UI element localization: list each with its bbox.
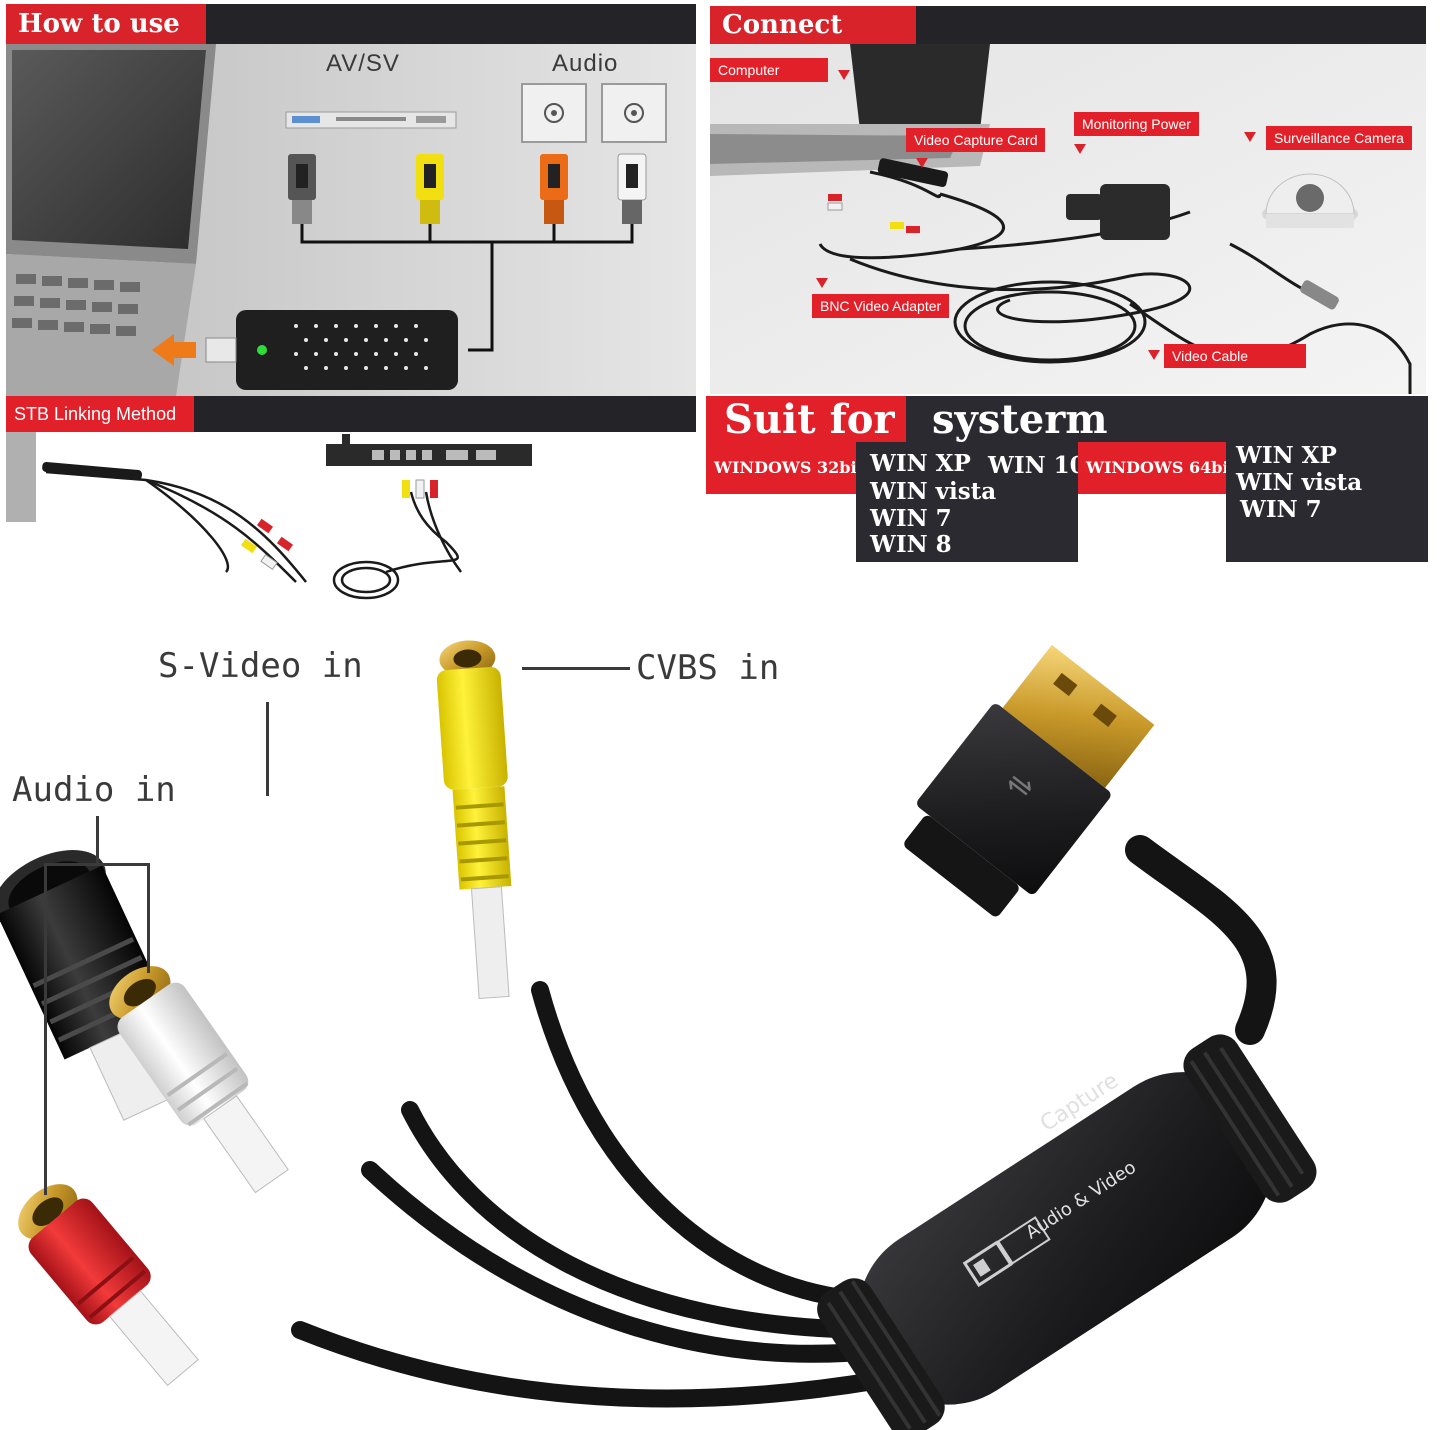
product-panel: ⇌: [0, 610, 1445, 1430]
win64-os-item: WIN vista: [1236, 469, 1363, 496]
win32-os-extra: WIN 10: [988, 452, 1086, 479]
audio-white-connector-icon: [109, 966, 289, 1194]
rca-plugs-icon: [288, 153, 647, 224]
connect-way-panel: Connect way: [710, 6, 1426, 394]
power-adapter-icon: [1066, 184, 1170, 240]
tag-video-capture-card: Video Capture Card: [906, 128, 1046, 152]
win32-list-box: [856, 442, 1078, 562]
speaker-icon: [521, 83, 667, 143]
audio-in-leader-stem: [96, 816, 99, 864]
connect-way-title: Connect way: [710, 6, 916, 78]
tag-bnc-video-adapter: BNC Video Adapter: [812, 294, 950, 318]
how-to-use-title: How to use: [6, 4, 206, 44]
arrow-surveillance-camera: [1244, 132, 1256, 142]
arrow-monitoring-power: [1074, 144, 1086, 154]
capture-stick-icon: [205, 310, 458, 390]
arrow-bnc-video-adapter: [816, 278, 828, 288]
arrow-computer: [838, 70, 850, 80]
cvbs-in-label: CVBS in: [636, 648, 780, 688]
svideo-in-leader: [266, 702, 269, 796]
stb-panel: STB Linking Method: [6, 396, 696, 608]
stb-diagram: [6, 432, 532, 600]
arrow-video-capture-card: [916, 158, 928, 168]
win64-os-item: WIN XP: [1236, 442, 1337, 469]
connect-way-diagram: [710, 44, 1426, 394]
capture-device-body: [817, 1034, 1317, 1430]
audio-red-connector-icon: [18, 1184, 199, 1387]
audio-in-leader-right: [147, 863, 150, 973]
tag-computer: Computer: [710, 58, 828, 82]
stb-title: STB Linking Method: [6, 396, 194, 432]
win32-os-item: WIN vista: [870, 478, 997, 505]
audio-label: Audio: [552, 50, 619, 77]
audio-in-leader-left: [44, 863, 47, 1195]
suit-for-panel: Suit for systerm WINDOWS 32bit WIN XP WI…: [706, 396, 1428, 564]
win64-os-item: WIN 7: [1240, 496, 1322, 523]
win64-list-box: [1226, 442, 1428, 562]
win32-os-item: WIN 8: [870, 531, 952, 558]
win32-label: WINDOWS 32bit: [706, 442, 864, 494]
tag-video-cable: Video Cable: [1164, 344, 1306, 368]
svideo-in-label: S-Video in: [158, 646, 363, 686]
suit-for-title-dark: systerm: [932, 396, 1108, 443]
how-to-use-diagram: [6, 44, 696, 396]
suit-for-title-red: Suit for: [706, 396, 906, 444]
win32-os-item: WIN XP: [870, 450, 971, 477]
connect-capture-card-icon: [877, 158, 949, 187]
cvbs-in-leader: [522, 667, 630, 670]
win64-label: WINDOWS 64bit: [1078, 442, 1236, 494]
audio-in-leader-bar: [44, 863, 150, 866]
tag-surveillance-camera: Surveillance Camera: [1266, 126, 1412, 150]
audio-in-label: Audio in: [12, 770, 176, 810]
set-top-box-icon: [326, 434, 532, 466]
usb-connector-icon: ⇌: [904, 644, 1155, 917]
how-to-use-panel: How to use: [6, 4, 696, 396]
capture-cable-illustration: ⇌: [0, 640, 1317, 1430]
cvbs-connector-icon: [436, 640, 512, 1000]
arrow-video-cable: [1148, 350, 1160, 360]
dvd-player-icon: [285, 111, 457, 129]
orange-arrow-icon: [152, 334, 196, 366]
win32-os-item: WIN 7: [870, 505, 952, 532]
connect-laptop-icon: [710, 44, 990, 176]
tag-monitoring-power: Monitoring Power: [1074, 112, 1199, 136]
surveillance-camera-icon: [1262, 173, 1358, 228]
laptop-icon: [6, 44, 216, 396]
av-sv-label: AV/SV: [326, 50, 400, 77]
